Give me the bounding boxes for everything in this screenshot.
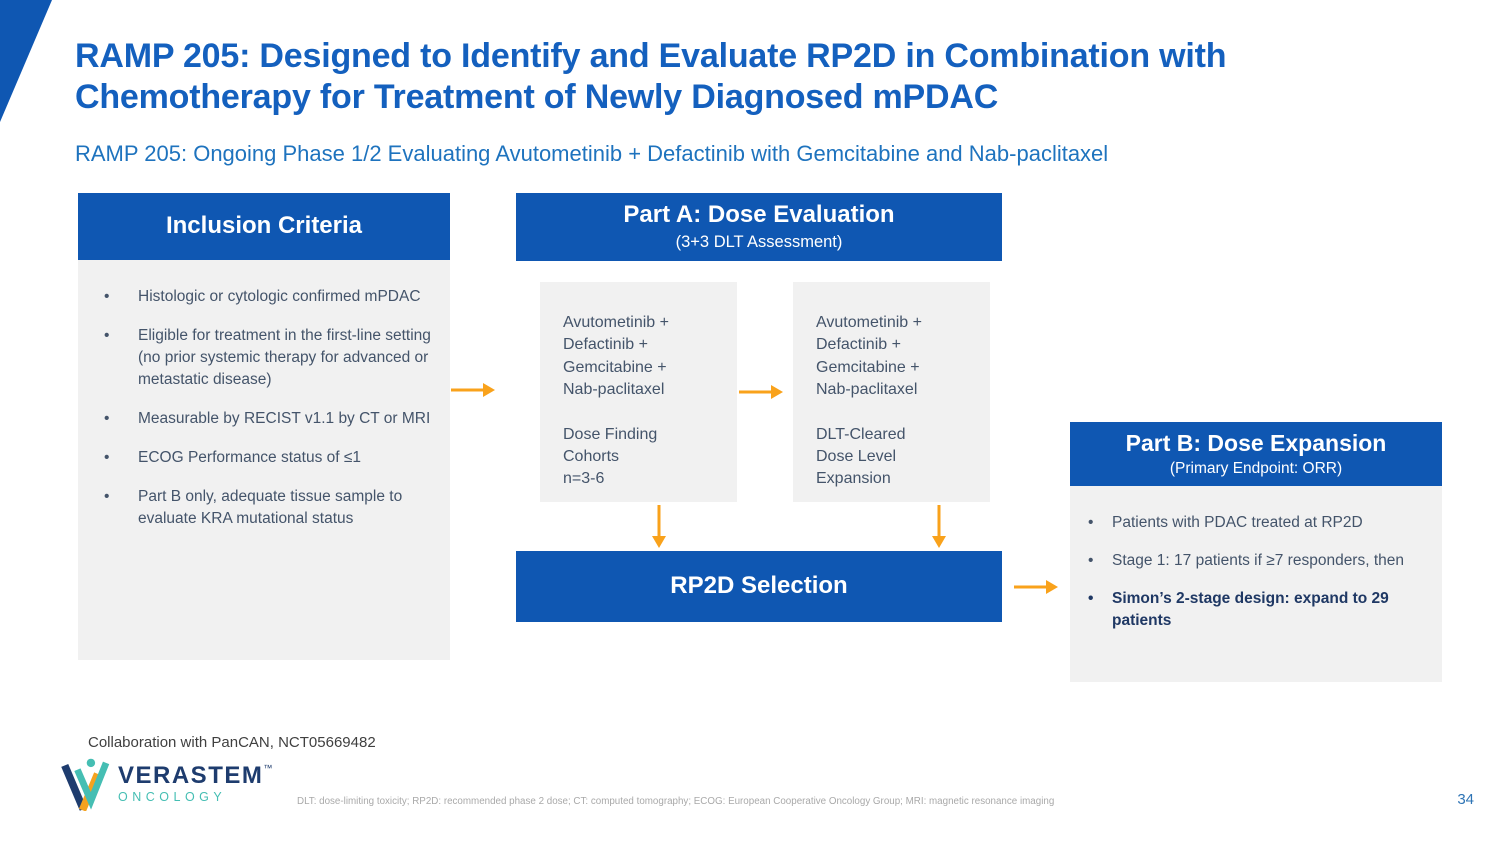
- verastem-logo-icon: [61, 758, 110, 811]
- verastem-logo: VERASTEM™ ONCOLOGY: [58, 757, 274, 811]
- list-item: Eligible for treatment in the first-line…: [104, 325, 436, 391]
- dose-finding-detail: Dose Finding Cohorts n=3-6: [563, 425, 658, 488]
- arrow-down-icon: [932, 505, 946, 548]
- abbreviations-footnote: DLT: dose-limiting toxicity; RP2D: recom…: [297, 796, 1055, 807]
- arrow-right-icon: [739, 385, 783, 399]
- list-item: ECOG Performance status of ≤1: [104, 447, 436, 469]
- list-item: Simon’s 2-stage design: expand to 29 pat…: [1088, 588, 1432, 632]
- dlt-cleared-drugs: Avutometinib + Defactinib + Gemcitabine …: [816, 314, 922, 399]
- slide-title: RAMP 205: Designed to Identify and Evalu…: [75, 37, 1227, 116]
- part-b-header: Part B: Dose Expansion (Primary Endpoint…: [1070, 422, 1442, 486]
- verastem-logo-text: VERASTEM™ ONCOLOGY: [118, 764, 274, 804]
- list-item: Part B only, adequate tissue sample to e…: [104, 486, 436, 530]
- list-item: Measurable by RECIST v1.1 by CT or MRI: [104, 408, 436, 430]
- part-b-list: Patients with PDAC treated at RP2D Stage…: [1070, 486, 1442, 632]
- inclusion-criteria-title: Inclusion Criteria: [165, 212, 363, 240]
- trademark-symbol: ™: [263, 763, 274, 774]
- part-a-title: Part A: Dose Evaluation: [623, 201, 895, 229]
- inclusion-criteria-list: Histologic or cytologic confirmed mPDAC …: [78, 260, 450, 530]
- arrow-down-icon: [652, 505, 666, 548]
- part-b-subtitle: (Primary Endpoint: ORR): [1169, 460, 1343, 478]
- inclusion-criteria-body: Histologic or cytologic confirmed mPDAC …: [78, 260, 450, 660]
- part-a-subtitle: (3+3 DLT Assessment): [675, 233, 843, 252]
- dose-finding-box: Avutometinib + Defactinib + Gemcitabine …: [540, 282, 737, 502]
- rp2d-selection-label: RP2D Selection: [670, 572, 848, 600]
- part-b-body: Patients with PDAC treated at RP2D Stage…: [1070, 486, 1442, 682]
- dlt-cleared-box: Avutometinib + Defactinib + Gemcitabine …: [793, 282, 990, 502]
- corner-accent-shape: [0, 0, 52, 122]
- list-item: Stage 1: 17 patients if ≥7 responders, t…: [1088, 550, 1432, 572]
- dlt-cleared-detail: DLT-Cleared Dose Level Expansion: [816, 425, 906, 488]
- dose-finding-drugs: Avutometinib + Defactinib + Gemcitabine …: [563, 314, 669, 399]
- arrow-right-icon: [1014, 580, 1058, 594]
- slide-subtitle: RAMP 205: Ongoing Phase 1/2 Evaluating A…: [75, 141, 1109, 166]
- part-a-header: Part A: Dose Evaluation (3+3 DLT Assessm…: [516, 193, 1002, 261]
- rp2d-selection-bar: RP2D Selection: [516, 551, 1002, 622]
- verastem-logo-subtitle: ONCOLOGY: [118, 790, 227, 805]
- inclusion-criteria-header: Inclusion Criteria: [78, 193, 450, 260]
- arrow-right-icon: [451, 383, 495, 397]
- list-item: Histologic or cytologic confirmed mPDAC: [104, 286, 436, 308]
- page-number: 34: [1457, 791, 1474, 808]
- part-b-title: Part B: Dose Expansion: [1125, 429, 1387, 456]
- verastem-logo-name: VERASTEM™: [118, 762, 274, 790]
- collaboration-note: Collaboration with PanCAN, NCT05669482: [88, 734, 376, 751]
- list-item: Patients with PDAC treated at RP2D: [1088, 512, 1432, 534]
